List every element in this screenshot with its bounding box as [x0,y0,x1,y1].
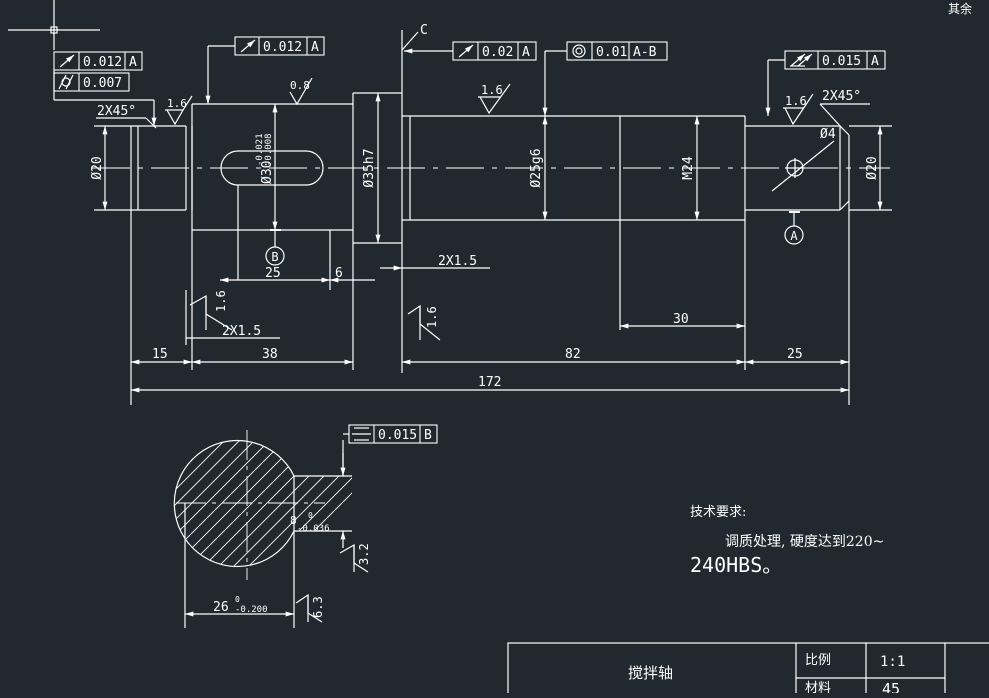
fcf-symbols [58,39,813,441]
length-15-label: 15 [152,347,168,362]
dia-left-end-label: Ø20 [90,156,105,179]
runout-icon [458,44,474,58]
roughness-left-rot: 1.6 [214,290,228,312]
material-label: 材料 [805,681,831,693]
tech-heading: 技术要求: [690,505,746,520]
undercut-mid-label: 2X1.5 [438,254,477,269]
datum-b-label: B [271,250,278,264]
length-172-label: 172 [478,375,501,390]
length-82-label: 82 [565,347,581,362]
roughness-sec-63: 6.3 [311,596,325,618]
fcf-total-runout-ref: A [871,54,879,69]
datum-a-label: A [790,229,798,243]
roughness-keyseat: 0.8 [290,79,310,92]
runout-icon [240,39,256,53]
fcf-runout-shoulder-ref: A [522,45,530,60]
dia-30-base: Ø30 [260,161,275,184]
fcf-runout-keyseat-value: 0.012 [263,40,302,55]
roughness-right: 1.6 [785,94,807,108]
roughness-mid-rot: 1.6 [425,306,439,328]
dia-right-end-label: Ø20 [865,156,880,179]
runout-icon [59,54,75,68]
sec-depth-tol-low: -0.200 [235,605,268,615]
dia-25-label: Ø25g6 [529,148,544,187]
concentricity-icon [572,44,586,58]
material-value: 45 [882,680,900,693]
fcf-runout-keyseat-ref: A [311,40,319,55]
fcf-cylindricity-value: 0.007 [83,76,122,91]
scale-label: 比例 [805,653,831,668]
fcf-total-runout-value: 0.015 [822,54,861,69]
key-gap-label: 6 [335,266,343,281]
symmetry-icon [352,427,371,441]
fcf-symmetry-ref: B [424,428,432,443]
key-length-label: 25 [265,266,281,281]
sec-depth-base: 26 [213,600,229,615]
fcf-concentricity-value: 0.01 [596,45,627,60]
roughness-25: 1.6 [481,83,503,97]
drawing-geometry [8,0,989,698]
undercut-left-label: 2X1.5 [222,324,261,339]
length-38-label: 38 [262,347,278,362]
sec-width-base: 8 [290,514,297,527]
cylindricity-icon [58,74,74,90]
dia-35-label: Ø35h7 [362,148,377,187]
drawing-text: 其余 C A B 0.012 A 0.007 0.012 A 0.02 A 0.… [83,1,972,698]
fcf-runout-shoulder-value: 0.02 [482,45,513,60]
datum-c-label: C [420,23,428,38]
dia-30-tol-low: -0.008 [264,133,274,166]
fcf-concentricity-ref: A-B [633,45,657,60]
dia-30-tol-up: -0.021 [255,133,265,166]
roughness-sec-32: 3.2 [357,543,371,565]
sec-width-tol-up: 0 [308,511,313,520]
fcf-runout-left-ref: A [129,55,137,70]
sec-width-tol-low: -0.036 [297,524,330,534]
length-25-label: 25 [787,347,803,362]
tech-line-1: 调质处理, 硬度达到220~ [725,534,884,550]
scale-value: 1:1 [880,654,905,670]
fcf-runout-left-value: 0.012 [83,55,122,70]
chamfer-right-label: 2X45° [822,89,861,104]
total-runout-icon [790,53,813,67]
thread-label: M24 [681,156,696,180]
chamfer-left-label: 2X45° [97,104,136,119]
fcf-symmetry-value: 0.015 [378,428,417,443]
part-name: 搅拌轴 [628,664,673,682]
corner-note: 其余 [948,1,972,16]
tech-line-2: 240HBS。 [690,553,782,577]
center-hole-label: Ø4 [820,127,836,142]
sec-depth-tol-up: 0 [235,595,240,604]
fcf-frames [53,36,886,444]
length-30-label: 30 [673,312,689,327]
roughness-left-face: 1.6 [167,97,187,110]
